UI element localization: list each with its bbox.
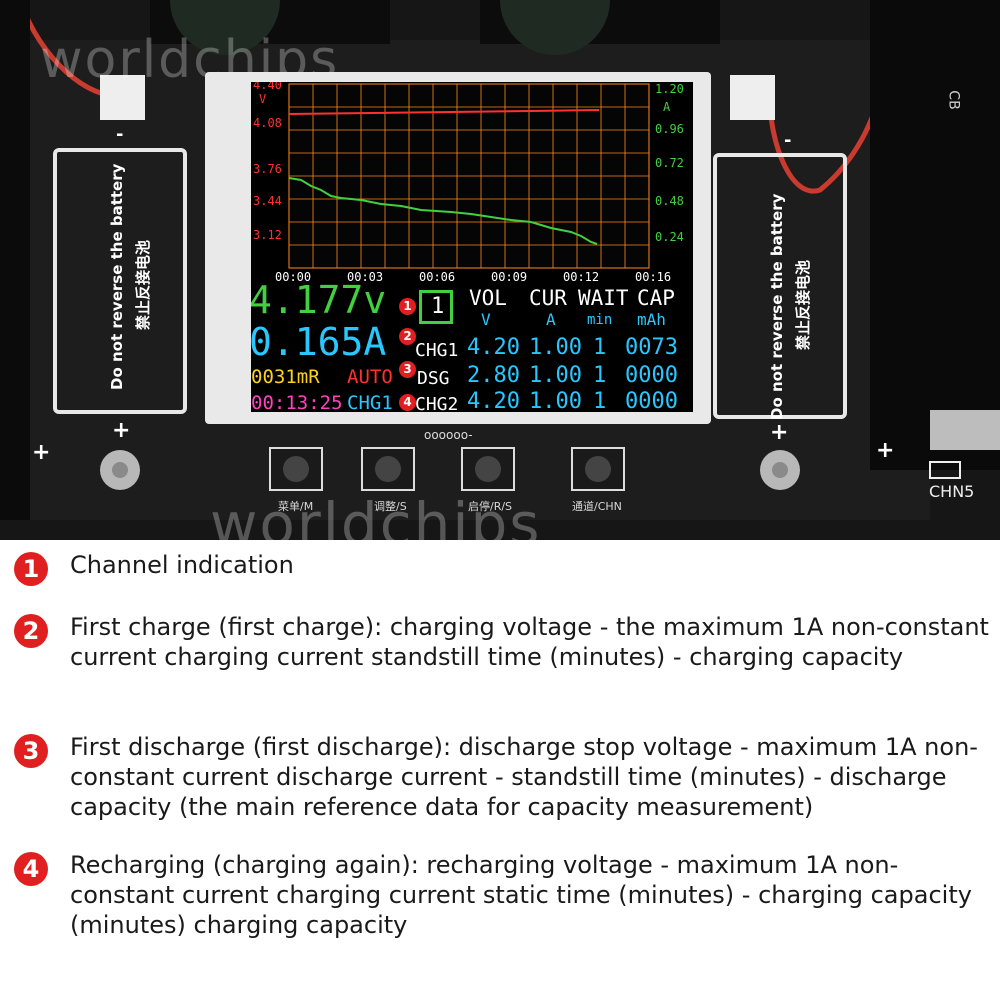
row-name: DSG (417, 368, 450, 389)
mode-readout: AUTO (347, 366, 393, 388)
callout-badge-2: 2 (399, 328, 416, 345)
left-outer-plus-mark: + (32, 440, 51, 465)
right-outer-plus-mark: + (876, 438, 895, 463)
y-right-tick-2: 0.72 (655, 156, 684, 170)
menu-button-label: 菜单/M (278, 500, 314, 513)
row-cap: 0000 (625, 389, 678, 412)
left-plus-mark: + (112, 418, 131, 443)
left-minus-mark: - (116, 124, 124, 145)
lcd-bezel: 4.40 V 4.08 3.76 3.44 3.12 1.20 A 0.96 0… (205, 72, 711, 424)
chn-label: CHN5 (929, 482, 975, 501)
row-cur: 1.00 (529, 363, 582, 388)
channel-number: 1 (431, 294, 445, 319)
channel-indicator-box: 1 (419, 290, 453, 324)
row-name: CHG1 (415, 340, 459, 361)
left-warning-cn: 禁止反接电池 (134, 239, 152, 330)
row-cur: 1.00 (529, 389, 582, 412)
x-tick-2: 00:06 (419, 270, 456, 284)
row-wait: 1 (593, 335, 607, 360)
callout-badge-1: 1 (399, 298, 416, 315)
unit-vol: V (481, 310, 491, 329)
unit-wait: min (587, 312, 613, 328)
elapsed-time: 00:13:25 (251, 392, 343, 412)
number-3-icon: 3 (14, 734, 48, 768)
left-warning-en: Do not reverse the battery (108, 163, 126, 390)
row-vol: 2.80 (467, 363, 520, 388)
row-name: CHG2 (415, 394, 459, 412)
unit-cur: A (546, 310, 556, 329)
y-left-tick-2: 3.76 (253, 162, 282, 176)
y-right-unit: A (663, 100, 671, 114)
y-left-unit: V (259, 92, 267, 106)
y-left-tick-3: 3.44 (253, 194, 282, 208)
x-tick-5: 00:16 (635, 270, 672, 284)
right-minus-mark: - (784, 130, 792, 151)
row-wait: 1 (593, 363, 607, 388)
x-tick-1: 00:03 (347, 270, 384, 284)
right-warning-cn: 禁止反接电池 (794, 259, 812, 350)
header-wait: WAIT (578, 286, 629, 310)
watermark-bottom: worldchips (210, 490, 542, 540)
number-4-icon: 4 (14, 852, 48, 886)
start-stop-button-label: 启停/R/S (468, 500, 513, 513)
resistance-readout: 0031mR (251, 366, 320, 388)
y-right-tick-1: 0.96 (655, 122, 684, 136)
x-tick-3: 00:09 (491, 270, 528, 284)
row-cap: 0073 (625, 335, 678, 360)
callout-badge-4: 4 (399, 394, 416, 411)
number-1-icon: 1 (14, 552, 48, 586)
y-right-tick-0: 1.20 (655, 82, 684, 96)
header-cur: CUR (529, 286, 567, 310)
voltage-readout: 4.177v (251, 278, 387, 322)
adjust-button-label: 调整/S (374, 500, 407, 513)
lcd-screen: 4.40 V 4.08 3.76 3.44 3.12 1.20 A 0.96 0… (251, 82, 693, 412)
unit-cap: mAh (637, 310, 666, 329)
row-vol: 4.20 (467, 389, 520, 412)
x-tick-4: 00:12 (563, 270, 600, 284)
y-left-tick-0: 4.40 (253, 82, 282, 92)
right-warning-en: Do not reverse the battery (768, 193, 786, 420)
row-wait: 1 (593, 389, 607, 412)
row-cap: 0000 (625, 363, 678, 388)
legend-text-1: Channel indication (70, 551, 294, 579)
row-vol: 4.20 (467, 335, 520, 360)
legend-text-4: Recharging (charging again): recharging … (70, 851, 972, 939)
callout-badge-3: 3 (399, 361, 416, 378)
number-2-icon: 2 (14, 614, 48, 648)
legend-text-2: First charge (first charge): charging vo… (70, 613, 989, 671)
y-right-tick-4: 0.24 (655, 230, 684, 244)
y-left-tick-1: 4.08 (253, 116, 282, 130)
stage-readout: CHG1 (347, 392, 393, 412)
product-photo: worldchips worldchips Do not reverse the… (0, 0, 1000, 540)
right-plus-mark: + (770, 420, 789, 445)
header-vol: VOL (469, 286, 507, 310)
current-readout: 0.165A (251, 320, 387, 364)
header-cap: CAP (637, 286, 675, 310)
header-dots: oooooo- (424, 428, 473, 442)
row-cur: 1.00 (529, 335, 582, 360)
lcd-graph (288, 83, 650, 269)
channel-button-label: 通道/CHN (572, 500, 622, 513)
x-tick-0: 00:00 (275, 270, 312, 284)
y-left-tick-4: 3.12 (253, 228, 282, 242)
cb-label: CB (945, 90, 962, 110)
legend-text-3: First discharge (first discharge): disch… (70, 733, 978, 821)
y-right-tick-3: 0.48 (655, 194, 684, 208)
